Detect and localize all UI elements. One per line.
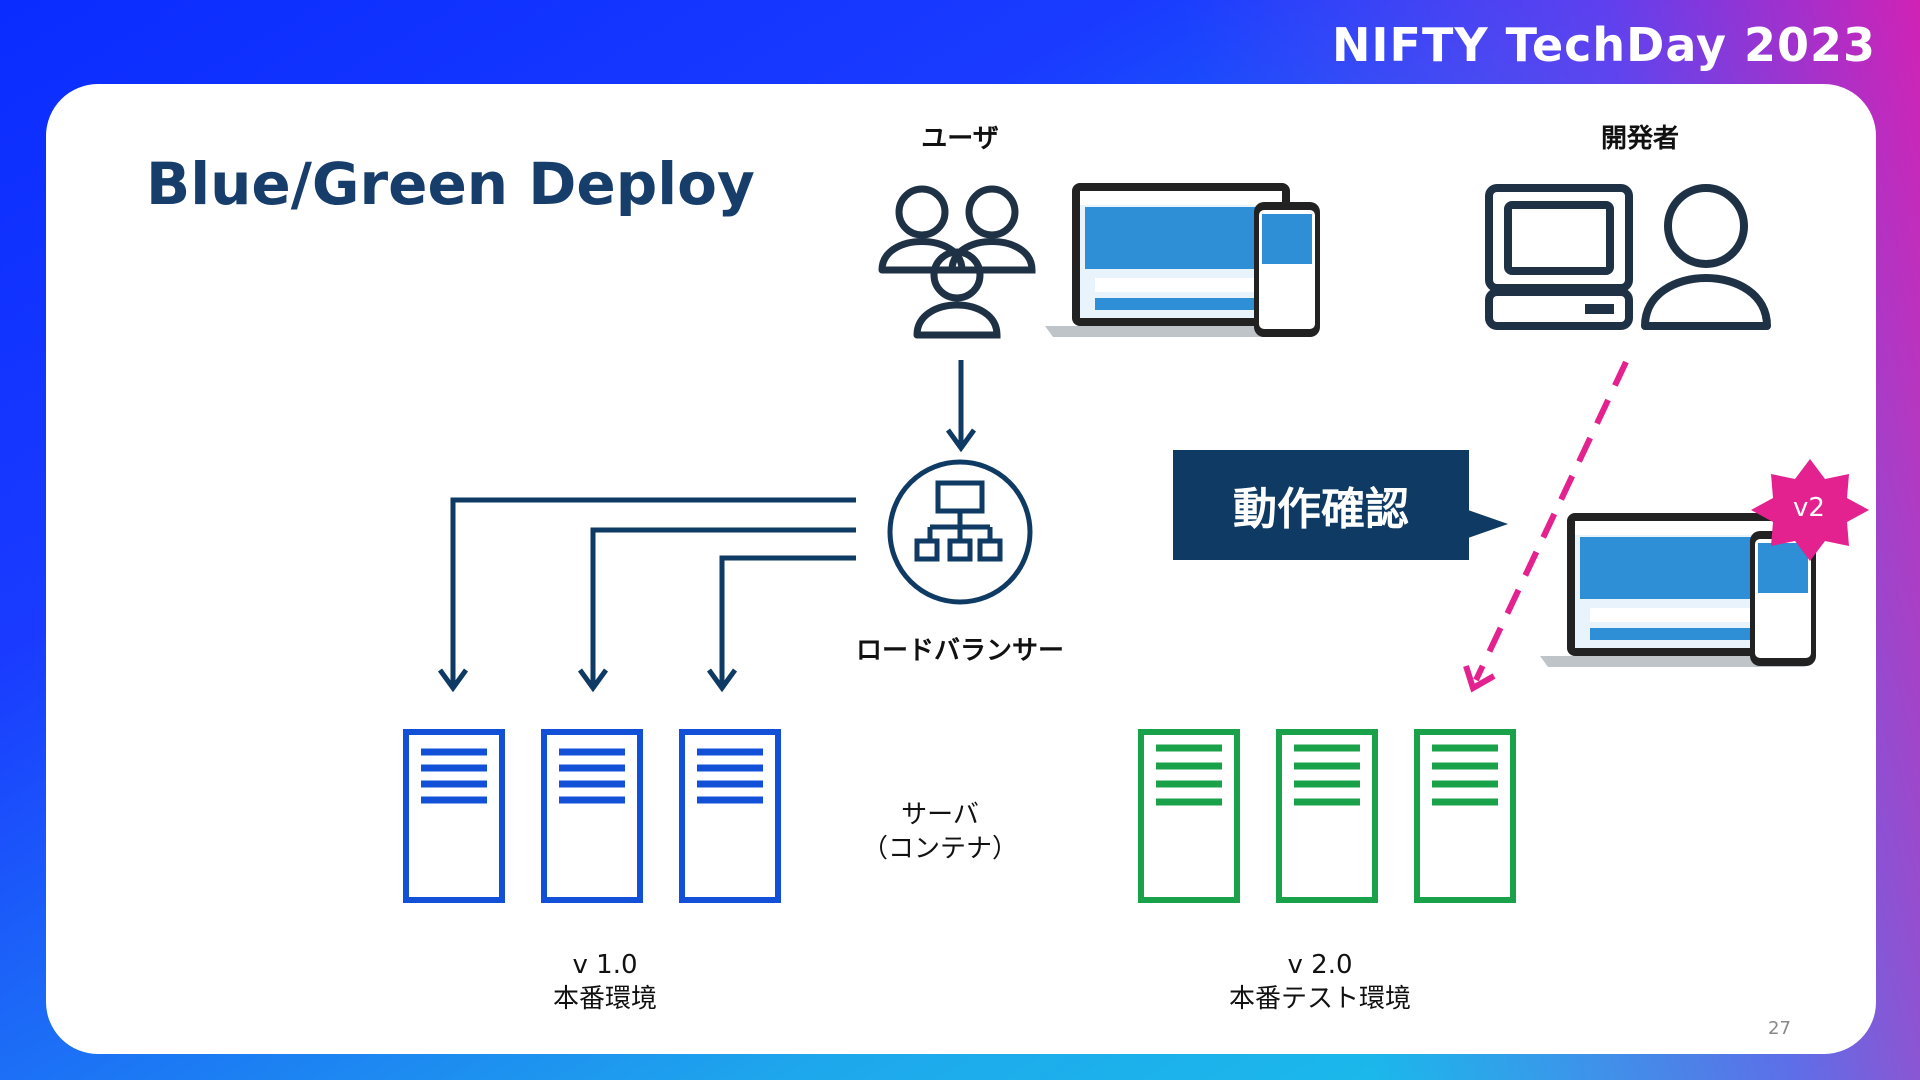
green-server-group xyxy=(1138,729,1516,903)
developer-label: 開発者 xyxy=(1600,124,1679,154)
green-env-label: v 2.0 本番テスト環境 xyxy=(1170,948,1470,1016)
version-badge-icon xyxy=(1751,459,1869,561)
server-label-line2: （コンテナ） xyxy=(861,834,1018,864)
blue-server-icon xyxy=(541,729,643,903)
brand-logo: NIFTY TechDay 2023 xyxy=(1331,18,1876,72)
verification-callout: 動作確認 xyxy=(1173,450,1469,560)
user-label: ユーザ xyxy=(921,124,999,154)
load-balancer-icon xyxy=(887,459,1033,605)
blue-env-name: 本番環境 xyxy=(552,984,657,1014)
green-server-icon xyxy=(1138,729,1240,903)
user-device-mockup-icon xyxy=(1045,183,1320,337)
developer-test-arrow xyxy=(1463,360,1629,693)
blue-server-icon xyxy=(679,729,781,903)
blue-server-group xyxy=(403,729,781,903)
callout-tail xyxy=(1468,510,1508,538)
blue-env-version: v 1.0 xyxy=(572,950,638,980)
server-label: サーバ （コンテナ） xyxy=(860,798,1020,866)
page-title: Blue/Green Deploy xyxy=(146,150,755,218)
users-icon xyxy=(878,185,1036,339)
lb-routing-arrows xyxy=(437,497,856,693)
developer-device-mockup-icon xyxy=(1540,513,1816,667)
user-to-lb-arrow xyxy=(945,360,977,453)
green-env-version: v 2.0 xyxy=(1287,950,1353,980)
green-server-icon xyxy=(1414,729,1516,903)
developer-icon xyxy=(1485,184,1771,330)
green-env-name: 本番テスト環境 xyxy=(1228,984,1411,1014)
page-number: 27 xyxy=(1768,1018,1791,1039)
load-balancer-label: ロードバランサー xyxy=(855,636,1064,666)
version-badge-label: v2 xyxy=(1793,493,1825,523)
server-label-line1: サーバ xyxy=(901,800,979,830)
green-server-icon xyxy=(1276,729,1378,903)
blue-server-icon xyxy=(403,729,505,903)
blue-env-label: v 1.0 本番環境 xyxy=(505,948,705,1016)
